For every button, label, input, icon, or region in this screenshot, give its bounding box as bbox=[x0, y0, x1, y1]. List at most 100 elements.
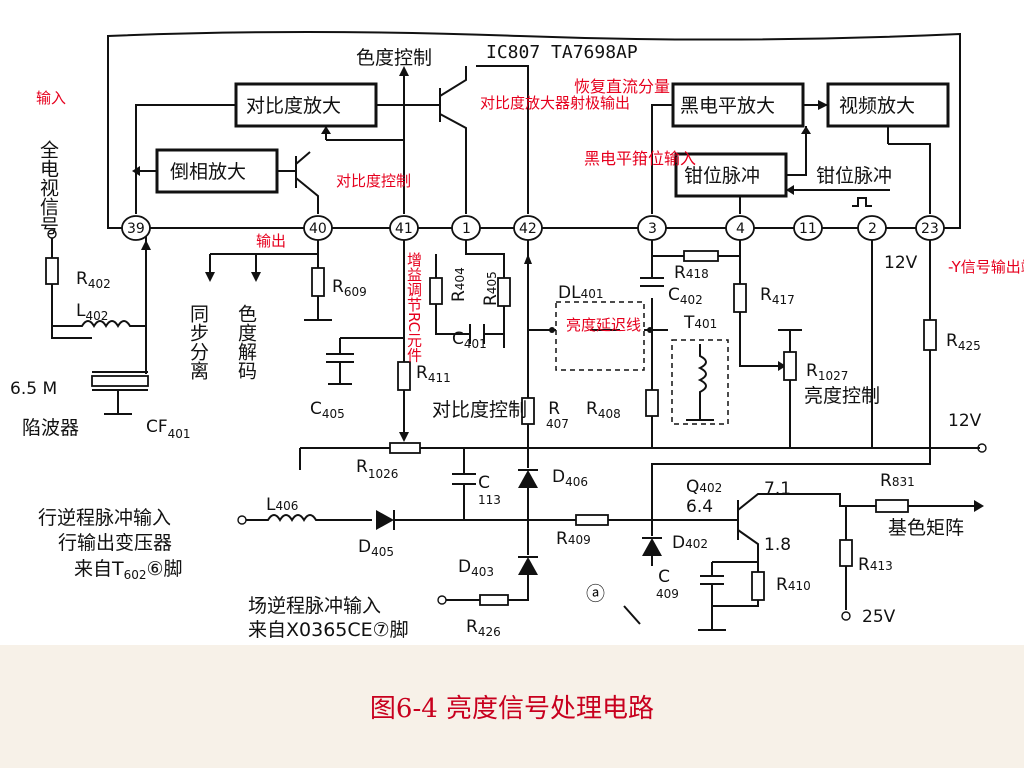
c405-label: C405 bbox=[310, 399, 345, 421]
r408-label: R408 bbox=[586, 399, 621, 421]
r407-body bbox=[521, 397, 535, 425]
t401-coil bbox=[686, 344, 714, 421]
l406-label: L406 bbox=[266, 495, 298, 515]
line-pulse-terminal bbox=[237, 515, 247, 525]
transistor-40-body bbox=[295, 151, 319, 214]
chroma-decode-label: 色度解码 bbox=[235, 304, 257, 380]
c402-plates bbox=[640, 277, 664, 287]
r418-label: R418 bbox=[674, 263, 709, 283]
block-black-level-amp-label: 黑电平放大 bbox=[680, 95, 775, 117]
wire-40-branches bbox=[209, 254, 257, 274]
c405-network bbox=[326, 337, 404, 385]
field-pulse-line1: 场逆程脉冲输入 bbox=[248, 595, 381, 617]
pin-1-label: 1 bbox=[462, 221, 471, 237]
d405-symbol bbox=[376, 510, 394, 530]
line-pulse-line2: 行输出变压器 bbox=[58, 532, 172, 554]
pin-4-label: 4 bbox=[736, 221, 745, 237]
pin-39 bbox=[121, 215, 151, 241]
r609-body bbox=[311, 267, 325, 297]
block-clamp-pulse-label: 钳位脉冲 bbox=[684, 165, 760, 187]
dl401-label: DL401 bbox=[558, 283, 603, 303]
d403-label: D403 bbox=[458, 557, 494, 579]
r411-label: R411 bbox=[416, 363, 451, 385]
d406-label: D406 bbox=[552, 467, 588, 489]
line-pulse-line1: 行逆程脉冲输入 bbox=[38, 507, 171, 529]
arrow-decode bbox=[251, 272, 261, 282]
r410-label: R410 bbox=[776, 575, 811, 595]
contrast-emitter-note: 对比度放大器射极输出 bbox=[480, 94, 630, 112]
block-contrast-amp-label: 对比度放大 bbox=[246, 95, 341, 117]
l402-coil bbox=[52, 320, 146, 328]
line-pulse-line3: 来自T602⑥脚 bbox=[74, 558, 183, 582]
r1027-body bbox=[783, 351, 797, 381]
r609-label: R609 bbox=[332, 277, 367, 299]
pin-41-label: 41 bbox=[395, 221, 413, 237]
chroma-control-label: 色度控制 bbox=[356, 47, 432, 69]
pin-11-label: 11 bbox=[799, 221, 817, 237]
cf401-label: CF401 bbox=[146, 417, 191, 441]
arrow-inverter bbox=[132, 166, 140, 176]
r409-label: R409 bbox=[556, 529, 591, 549]
v25-label: 25V bbox=[862, 607, 896, 627]
output-label: 输出 bbox=[256, 232, 286, 250]
ic-outline bbox=[107, 31, 961, 229]
circuit-diagram: IC807 TA7698AP 对比度放大 倒相放大 黑电平放大 视频放大 钳位脉… bbox=[10, 31, 1024, 641]
brightness-control-label: 亮度控制 bbox=[804, 385, 880, 407]
r831-body bbox=[875, 499, 909, 513]
d402-label: D402 bbox=[672, 533, 708, 553]
wire-r410 bbox=[712, 600, 759, 607]
r418-body bbox=[683, 250, 719, 262]
arrow-into-39 bbox=[141, 240, 151, 250]
gain-rc-wires bbox=[435, 240, 505, 348]
dl401-box bbox=[555, 301, 645, 371]
black-clamp-input-label: 黑电平箝位输入 bbox=[584, 149, 696, 168]
wire-3-to-black-level bbox=[651, 104, 673, 214]
d402-bar bbox=[642, 537, 662, 566]
wire-d405-r409 bbox=[393, 510, 738, 530]
q402-ve: 1.8 bbox=[764, 535, 791, 555]
d403-symbol bbox=[518, 557, 538, 575]
contrast-control-bottom-1: 对比度控制 bbox=[432, 399, 527, 421]
input-label: 输入 bbox=[36, 89, 66, 107]
r409-body bbox=[575, 514, 609, 526]
arrow-r1027 bbox=[778, 361, 786, 371]
r405-body bbox=[497, 277, 511, 307]
q402-collector-emitter bbox=[737, 493, 876, 572]
diagram-canvas: IC807 TA7698AP 对比度放大 倒相放大 黑电平放大 视频放大 钳位脉… bbox=[10, 31, 1024, 641]
r408-body bbox=[645, 389, 659, 417]
transistor-1-body bbox=[439, 66, 467, 214]
r1026-body bbox=[389, 442, 421, 454]
r405-label: R405 bbox=[481, 271, 501, 306]
arrow-clamp-input bbox=[786, 185, 794, 195]
wire-42-down bbox=[508, 240, 529, 601]
r426-label: R426 bbox=[466, 617, 501, 639]
pin-3-label: 3 bbox=[648, 221, 657, 237]
trap-wires bbox=[92, 371, 148, 415]
wire-4-down bbox=[739, 240, 778, 367]
c401-label: C401 bbox=[452, 329, 487, 351]
r404-label: R404 bbox=[449, 267, 469, 302]
r426-body bbox=[479, 594, 509, 606]
block-inverter-amp-label: 倒相放大 bbox=[170, 161, 246, 183]
full-tv-signal-label: 全电视信号 bbox=[37, 140, 59, 235]
q402-vc: 7.1 bbox=[764, 479, 791, 499]
v12-right-label: 12V bbox=[948, 411, 982, 431]
pin-42-label: 42 bbox=[519, 221, 537, 237]
r413-label: R413 bbox=[858, 555, 893, 575]
contrast-control-red: 对比度控制 bbox=[336, 172, 411, 190]
y-output-note: -Y信号输出端 bbox=[948, 258, 1024, 276]
v25-terminal bbox=[841, 611, 851, 621]
t401-label: T401 bbox=[683, 313, 717, 333]
wire-input bbox=[51, 238, 92, 339]
r1026-label: R1026 bbox=[356, 457, 398, 481]
d402-symbol bbox=[642, 538, 662, 556]
pin-2-label: 2 bbox=[868, 221, 877, 237]
a-mark: ⓐ bbox=[586, 583, 605, 605]
arrow-contrast-feedback bbox=[321, 126, 331, 134]
pulse-symbol bbox=[852, 197, 872, 207]
r831-label: R831 bbox=[880, 471, 915, 491]
wire-r1026-line bbox=[299, 447, 980, 470]
